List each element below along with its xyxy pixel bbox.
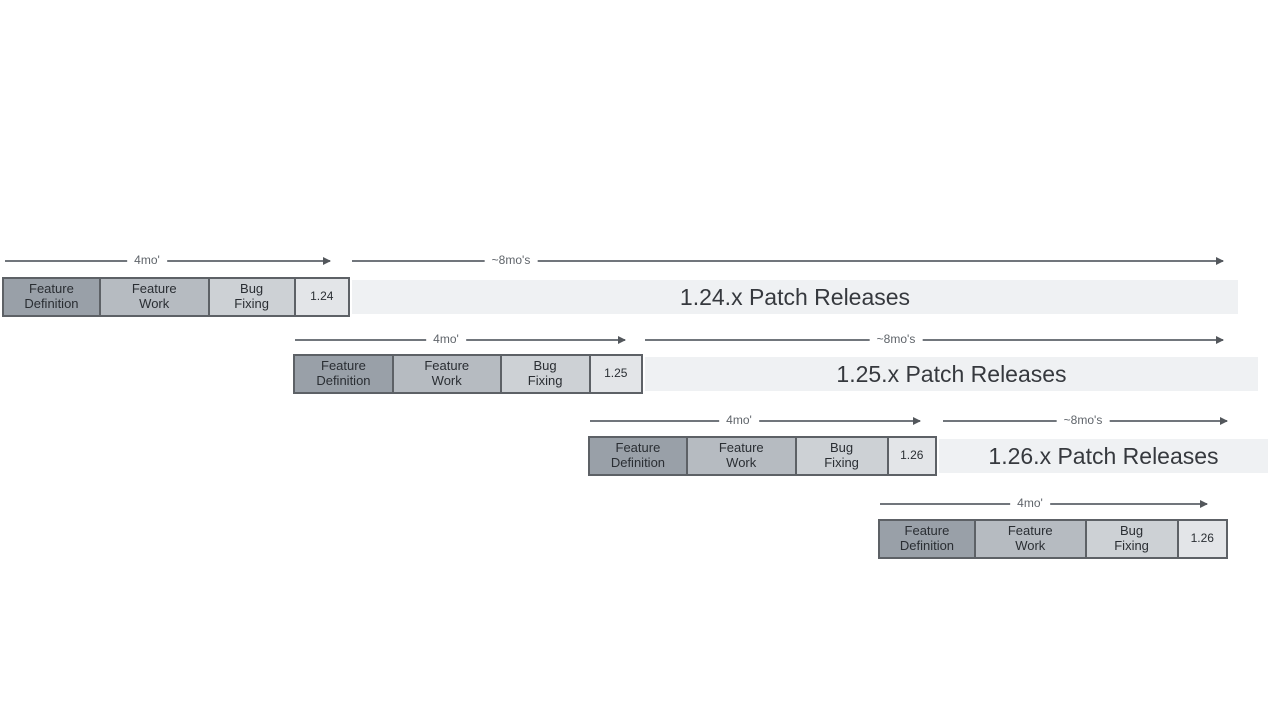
dev-cycle-arrow: 4mo' <box>880 496 1208 511</box>
phase-label: Feature Work <box>718 440 764 470</box>
phase-bug-fixing: Bug Fixing <box>796 438 889 474</box>
version-box: 1.25 <box>590 356 641 392</box>
version-label: 1.26 <box>900 448 924 463</box>
phase-feature-work: Feature Work <box>687 438 797 474</box>
phase-bug-fixing: Bug Fixing <box>1086 521 1179 557</box>
version-box: 1.26 <box>888 438 935 474</box>
patch-releases-bar: 1.26.x Patch Releases <box>939 439 1268 473</box>
phase-label: Bug Fixing <box>1114 523 1149 553</box>
arrow-head-icon <box>1220 416 1228 425</box>
phase-label: Feature Work <box>424 358 470 388</box>
arrow-head-icon <box>618 335 626 344</box>
phase-feature-definition: Feature Definition <box>4 279 101 315</box>
arrow-head-icon <box>1200 499 1208 508</box>
phase-label: Feature Definition <box>610 440 666 470</box>
version-label: 1.24 <box>310 289 334 304</box>
patch-releases-bar: 1.25.x Patch Releases <box>645 357 1258 391</box>
dev-duration-label: 4mo' <box>426 332 466 347</box>
dev-duration-label: 4mo' <box>1010 496 1050 511</box>
arrow-head-icon <box>1216 335 1224 344</box>
version-box: 1.26 <box>1178 521 1226 557</box>
dev-cycle-arrow: 4mo' <box>590 413 921 428</box>
phase-label: Feature Work <box>131 281 177 311</box>
phase-feature-work: Feature Work <box>100 279 210 315</box>
dev-duration-label: 4mo' <box>127 253 167 268</box>
version-box: 1.24 <box>295 279 348 315</box>
dev-duration-label: 4mo' <box>719 413 759 428</box>
patch-duration-label: ~8mo's <box>484 253 538 268</box>
arrow-head-icon <box>913 416 921 425</box>
phase-label: Feature Definition <box>316 358 371 388</box>
phase-bug-fixing: Bug Fixing <box>501 356 591 392</box>
dev-cycle-arrow: 4mo' <box>5 253 331 268</box>
version-label: 1.26 <box>1190 531 1214 546</box>
release-cycle-boxes: Feature Definition Feature Work Bug Fixi… <box>293 354 643 394</box>
release-cycle-boxes: Feature Definition Feature Work Bug Fixi… <box>878 519 1228 559</box>
phase-bug-fixing: Bug Fixing <box>209 279 296 315</box>
phase-label: Bug Fixing <box>824 440 859 470</box>
arrow-head-icon <box>323 256 331 265</box>
patch-duration-label: ~8mo's <box>1056 413 1110 428</box>
phase-label: Bug Fixing <box>527 358 563 388</box>
phase-label: Bug Fixing <box>234 281 269 311</box>
patch-cycle-arrow: ~8mo's <box>352 253 1224 268</box>
phase-feature-definition: Feature Definition <box>295 356 394 392</box>
phase-feature-work: Feature Work <box>975 521 1087 557</box>
patch-bar-label: 1.25.x Patch Releases <box>836 360 1067 387</box>
patch-releases-bar: 1.24.x Patch Releases <box>352 280 1238 314</box>
patch-bar-label: 1.26.x Patch Releases <box>988 442 1219 469</box>
phase-feature-definition: Feature Definition <box>880 521 976 557</box>
release-cycle-boxes: Feature Definition Feature Work Bug Fixi… <box>588 436 937 476</box>
patch-cycle-arrow: ~8mo's <box>943 413 1228 428</box>
release-cycle-boxes: Feature Definition Feature Work Bug Fixi… <box>2 277 350 317</box>
phase-feature-definition: Feature Definition <box>590 438 688 474</box>
dev-cycle-arrow: 4mo' <box>295 332 626 347</box>
patch-bar-label: 1.24.x Patch Releases <box>679 283 911 310</box>
phase-label: Feature Work <box>1007 523 1053 553</box>
phase-label: Feature Definition <box>899 523 955 553</box>
phase-feature-work: Feature Work <box>393 356 502 392</box>
phase-label: Feature Definition <box>24 281 79 311</box>
patch-cycle-arrow: ~8mo's <box>645 332 1224 347</box>
arrow-head-icon <box>1216 256 1224 265</box>
patch-duration-label: ~8mo's <box>869 332 923 347</box>
version-label: 1.25 <box>604 366 628 381</box>
